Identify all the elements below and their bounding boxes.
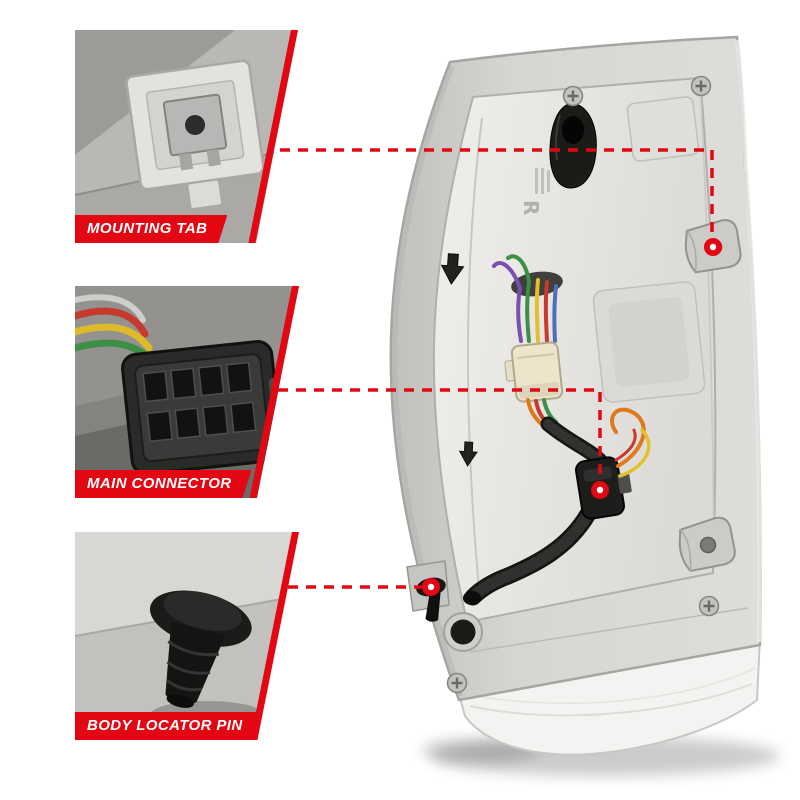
molded-text (535, 168, 550, 194)
callout-label: MOUNTING TAB (75, 215, 227, 243)
body-locator-pin-photo (75, 532, 299, 740)
callout-label-text: MOUNTING TAB (87, 220, 208, 237)
callout-label: BODY LOCATOR PIN (75, 712, 263, 740)
screw (446, 672, 468, 694)
mounting-tab-lower (678, 516, 736, 573)
molded-marking-r: R (519, 200, 543, 215)
wire-loop (610, 407, 651, 478)
push-clip (440, 253, 465, 285)
wire-bundle-top (492, 254, 558, 343)
callout-main-connector: MAIN CONNECTOR (75, 286, 299, 498)
callout-mounting-tab: MOUNTING TAB (75, 30, 298, 243)
main-connector-photo (75, 286, 299, 498)
callout-label-text: MAIN CONNECTOR (87, 475, 232, 492)
socket-hole (443, 612, 483, 652)
screw (690, 75, 712, 97)
screw (698, 595, 720, 617)
wire-grommet (549, 102, 597, 189)
callout-body-locator-pin: BODY LOCATOR PIN (75, 532, 299, 740)
clear-lens-edge (456, 635, 762, 756)
callout-label-text: BODY LOCATOR PIN (87, 717, 243, 734)
screw (562, 85, 584, 107)
mounting-tab-photo (75, 30, 298, 243)
callout-label: MAIN CONNECTOR (75, 470, 252, 498)
